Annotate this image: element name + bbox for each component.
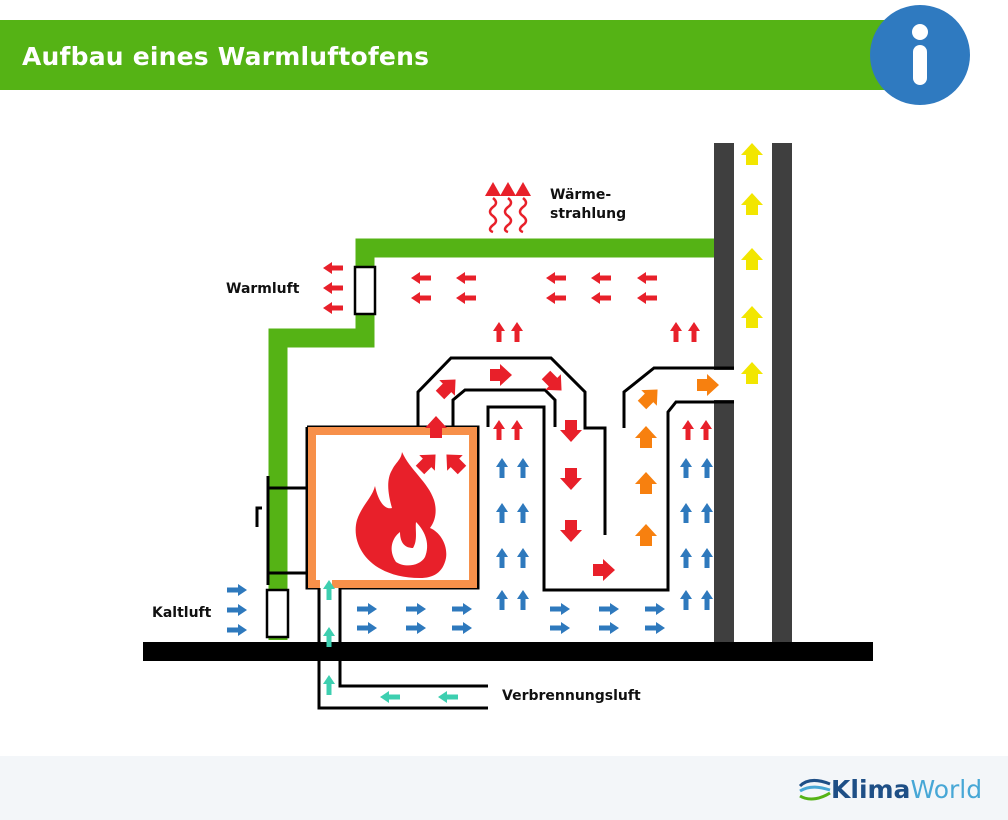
rising-warm-air-arrows — [493, 322, 712, 440]
klimaworld-logo-icon — [798, 779, 831, 801]
footer — [0, 756, 1008, 820]
combustion-air-label: Verbrennungsluft — [502, 688, 641, 704]
page-title: Aufbau eines Warmluftofens — [22, 42, 430, 71]
stove-diagram — [143, 143, 873, 710]
chimney-arrows — [741, 143, 763, 384]
cold-air-inflow-arrows — [227, 584, 665, 636]
flue-inner-top — [451, 388, 557, 427]
title-bar — [0, 20, 900, 90]
stove-door — [266, 476, 307, 585]
radiation-label: Wärme- strahlung — [550, 186, 626, 224]
warm-air-label: Warmluft — [226, 281, 300, 297]
cold-air-vent — [265, 588, 290, 639]
flue-outer-exit — [622, 366, 734, 428]
radiation-label-line1: Wärme- — [550, 187, 612, 203]
warm-air-vent — [353, 265, 377, 316]
floor — [143, 642, 873, 661]
chimney-wall-left-top — [714, 143, 734, 370]
info-icon[interactable] — [870, 5, 970, 105]
brand-part1: Klima — [831, 775, 911, 804]
chimney-wall-left-bottom — [714, 400, 734, 642]
warm-air-out-arrows — [323, 262, 343, 314]
brand-logo[interactable]: KlimaWorld — [831, 775, 982, 804]
flue-outer — [416, 356, 607, 535]
door-handle — [255, 506, 262, 527]
radiation-icon — [488, 197, 528, 234]
combustion-air-pipe — [317, 588, 488, 710]
flame-icon — [355, 452, 447, 578]
chimney-wall-right — [772, 143, 792, 642]
radiation-label-line2: strahlung — [550, 206, 627, 222]
brand-part2: World — [910, 775, 983, 804]
cold-air-label: Kaltluft — [152, 605, 212, 621]
flue-inner — [486, 400, 734, 592]
warm-air-cavity-arrows — [411, 272, 657, 304]
